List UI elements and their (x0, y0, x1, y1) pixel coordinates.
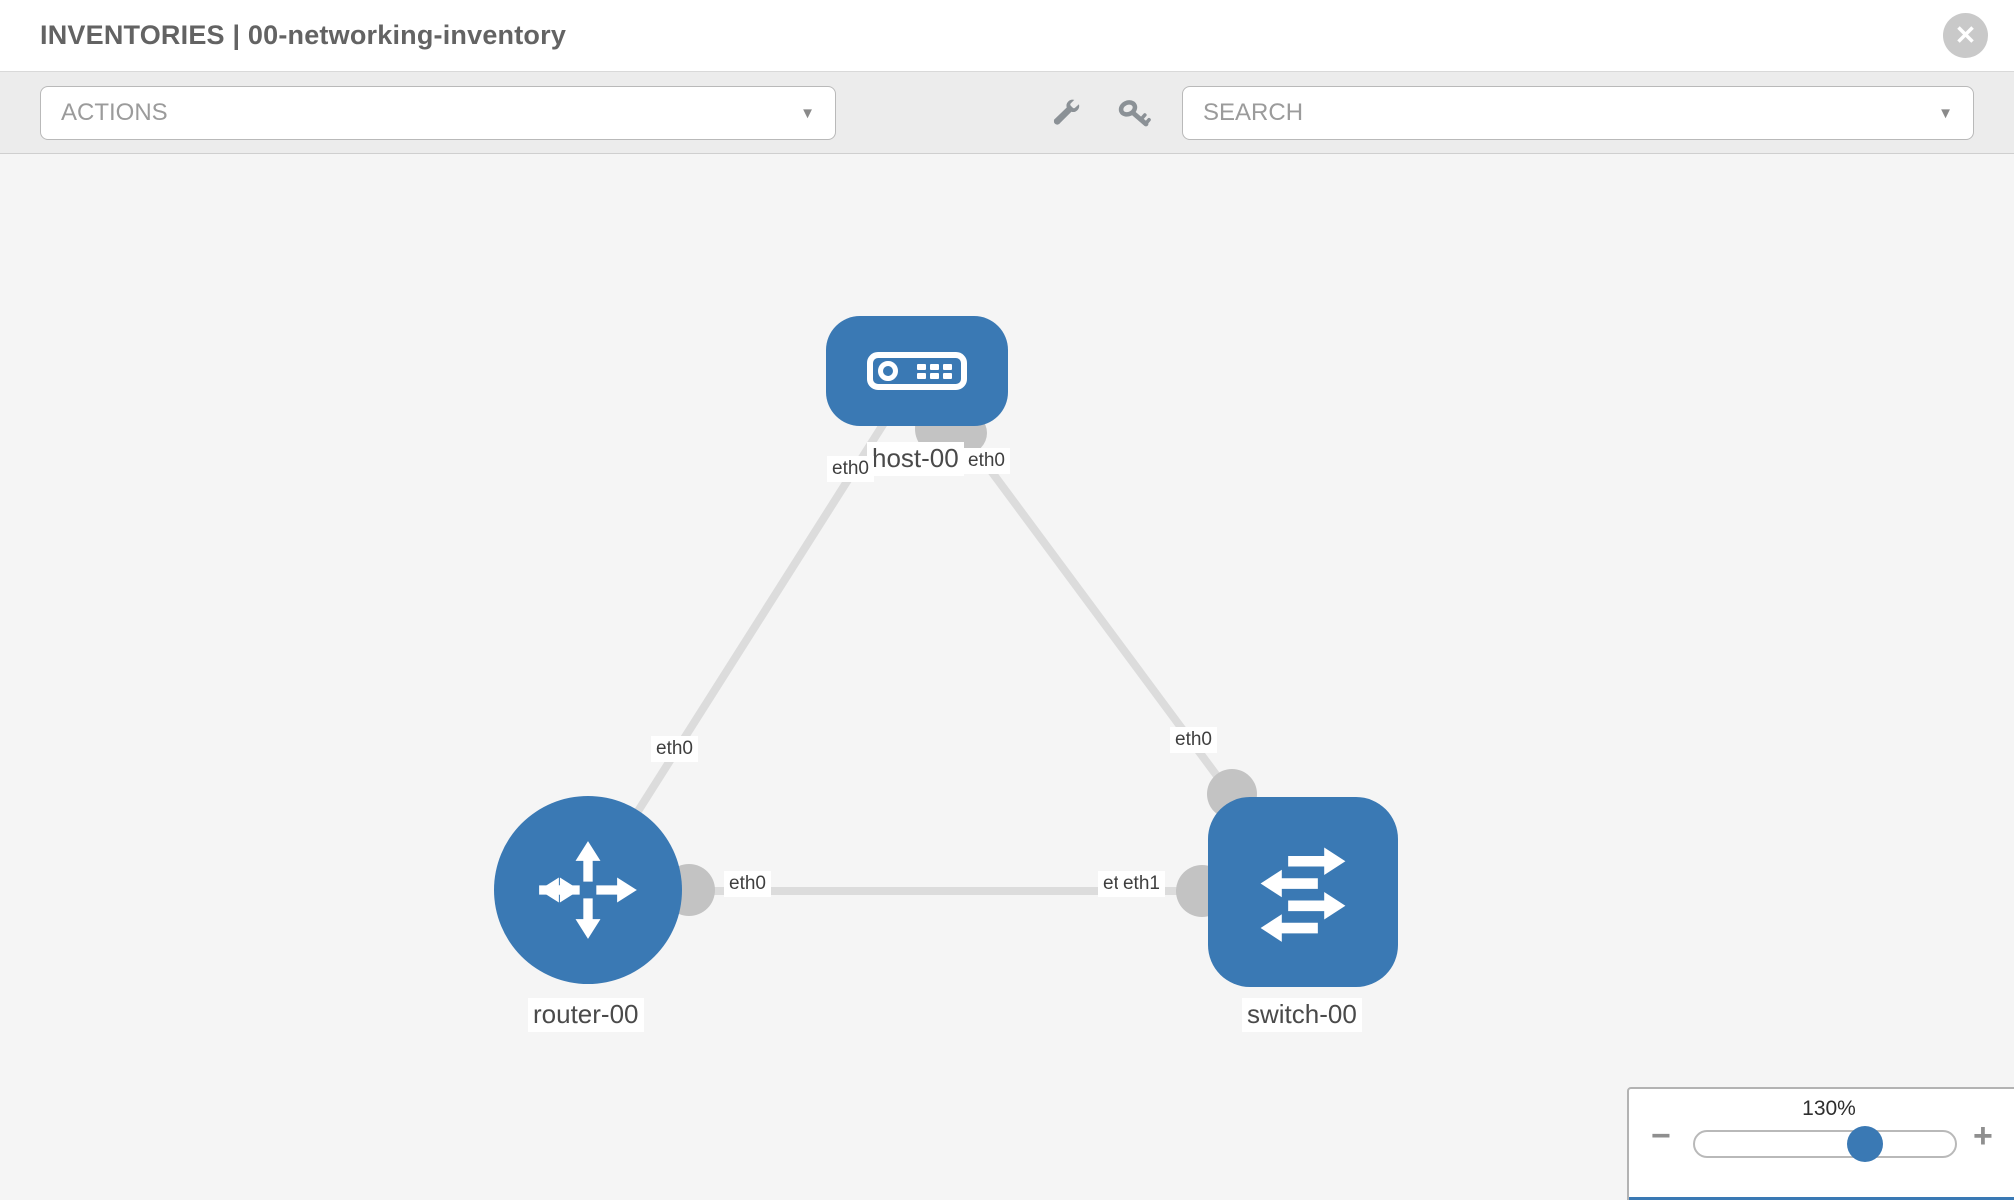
search-dropdown[interactable]: SEARCH ▼ (1182, 86, 1974, 140)
if-label-switch-side-front: eth1 (1117, 871, 1165, 897)
if-label-host-left: eth0 (827, 456, 874, 482)
toolbar: ACTIONS ▼ SEARCH ▼ (0, 72, 2014, 154)
zoom-slider-handle[interactable] (1847, 1126, 1883, 1162)
zoom-in-button[interactable]: + (1973, 1117, 1993, 1155)
node-host-00[interactable] (826, 316, 1008, 426)
actions-dropdown-label: ACTIONS (61, 99, 168, 126)
wrench-icon[interactable] (1048, 97, 1084, 133)
zoom-out-button[interactable]: − (1651, 1117, 1671, 1155)
zoom-control-panel: 130% − + (1627, 1087, 2014, 1200)
topology-links (584, 368, 1307, 895)
search-dropdown-label: SEARCH (1203, 99, 1304, 126)
node-label-host: host-00 (867, 442, 964, 476)
chevron-down-icon: ▼ (800, 104, 815, 122)
close-button[interactable]: ✕ (1943, 13, 1988, 58)
if-label-host-router-mid: eth0 (651, 736, 698, 762)
key-icon[interactable] (1116, 97, 1152, 133)
if-label-router-side: eth0 (724, 871, 771, 897)
actions-dropdown[interactable]: ACTIONS ▼ (40, 86, 836, 140)
zoom-slider-track[interactable] (1693, 1130, 1957, 1158)
bottom-accent-bar (1629, 1197, 2014, 1200)
zoom-level-value: 130% (1802, 1097, 1856, 1120)
page-title: INVENTORIES | 00-networking-inventory (40, 20, 567, 50)
host-icon (867, 352, 967, 390)
topology-canvas[interactable]: host-00 router-00 switch-00 eth0 eth0 et… (0, 154, 2014, 1200)
close-icon: ✕ (1954, 20, 1977, 50)
switch-icon (1260, 847, 1346, 942)
if-label-host-right: eth0 (963, 448, 1010, 474)
chevron-down-icon: ▼ (1938, 104, 1953, 122)
if-label-switch-top: eth0 (1170, 727, 1217, 753)
router-icon (539, 841, 637, 939)
header: INVENTORIES | 00-networking-inventory ✕ (0, 0, 2014, 72)
node-switch-00[interactable] (1208, 797, 1398, 987)
node-router-00[interactable] (494, 796, 682, 984)
node-label-router: router-00 (528, 998, 644, 1032)
node-label-switch: switch-00 (1242, 998, 1362, 1032)
